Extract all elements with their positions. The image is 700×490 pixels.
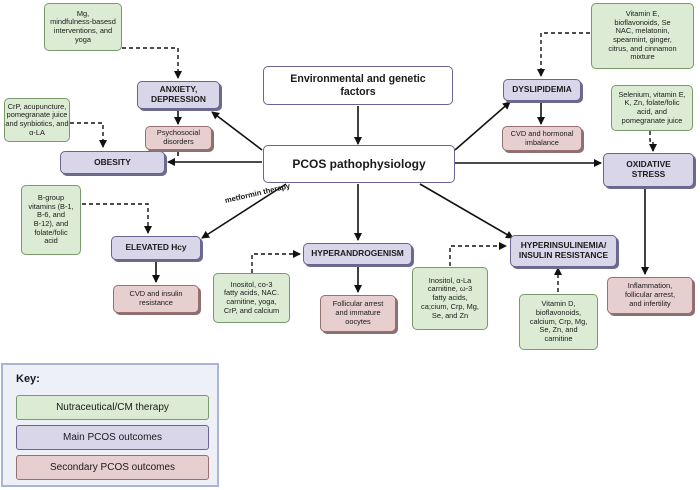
- legend-item-main-outcomes: Main PCOS outcomes: [16, 425, 209, 450]
- therapy-inositol-ala: Inositol, α-La carnitine, ω-3 fatty acid…: [412, 267, 488, 330]
- arrow-pcos-to-anxiety: [211, 111, 263, 151]
- legend-item-secondary-outcomes: Secondary PCOS outcomes: [16, 455, 209, 480]
- therapy-vitamin-e: Vitamin E, bioflavonoids, Se NAC, melato…: [591, 3, 694, 69]
- node-dyslipidemia: DYSLIPIDEMIA: [503, 79, 581, 101]
- node-inflammation-infertility: Inflammation, follicular arrest, and inf…: [607, 277, 693, 314]
- node-pcos-pathophysiology: PCOS pathophysiology: [263, 145, 455, 183]
- legend-title: Key:: [16, 373, 40, 385]
- dashed-crp-to-obesity: [70, 122, 107, 148]
- therapy-b-group-vitamins: B-group vitamins (B-1, B-6, and B-12), a…: [21, 185, 81, 255]
- node-cvd-insulin-resistance: CVD and insulin resistance: [113, 285, 199, 313]
- node-anxiety-depression: ANXIETY, DEPRESSION: [137, 81, 220, 109]
- node-hyperinsulinemia-insulin-resistance: HYPERINSULINEMIA/ INSULIN RESISTANCE: [510, 235, 617, 267]
- dashed-inositol-to-hyperandrogenism: [251, 250, 301, 273]
- therapy-mg-mindfulness-yoga: Mg, mindfulness-basesd interventions, an…: [44, 3, 122, 51]
- dashed-vite-to-dyslipidemia: [537, 32, 590, 77]
- arrow-pcos-to-hcy: [201, 183, 287, 239]
- legend-item-nutraceutical: Nutraceutical/CM therapy: [16, 395, 209, 420]
- therapy-vitamin-d: Vitamin D, bioflavonoids, calcium, Crp, …: [519, 294, 598, 350]
- dashed-mg-to-anxiety: [122, 47, 182, 79]
- node-environmental-genetic-factors: Environmental and genetic factors: [263, 66, 453, 105]
- dashed-inositol-ala-to-hyperinsulinemia: [449, 242, 507, 266]
- node-cvd-hormonal-imbalance: CVD and hormonal imbalance: [502, 126, 582, 151]
- therapy-inositol-co3: Inositol, co-3 fatty acids, NAC. carniti…: [213, 273, 290, 323]
- node-hyperandrogenism: HYPERANDROGENISM: [303, 243, 412, 265]
- therapy-crp-acupuncture: CrP, acupuncture, pomegranate juice and …: [4, 98, 70, 142]
- node-obesity: OBESITY: [60, 151, 165, 174]
- dashed-bgroup-to-hcy: [82, 203, 152, 234]
- node-follicular-arrest-immature-oocytes: Follicular arrest and immature oocytes: [320, 295, 396, 332]
- arrow-pcos-to-hyperinsulinemia: [419, 183, 514, 239]
- legend-key: Key: Nutraceutical/CM therapy Main PCOS …: [1, 363, 219, 487]
- node-psychosocial-disorders: Psychosocial disorders: [145, 126, 212, 150]
- arrow-pcos-to-dyslipidemia: [454, 101, 511, 151]
- dashed-selenium-to-oxidative: [649, 131, 657, 152]
- node-oxidative-stress: OXIDATIVE STRESS: [603, 153, 694, 187]
- node-elevated-hcy: ELEVATED Hcy: [111, 236, 201, 260]
- therapy-selenium-vitamin-e: Selenium, vitamin E, K, Zn, folate/folic…: [611, 85, 693, 131]
